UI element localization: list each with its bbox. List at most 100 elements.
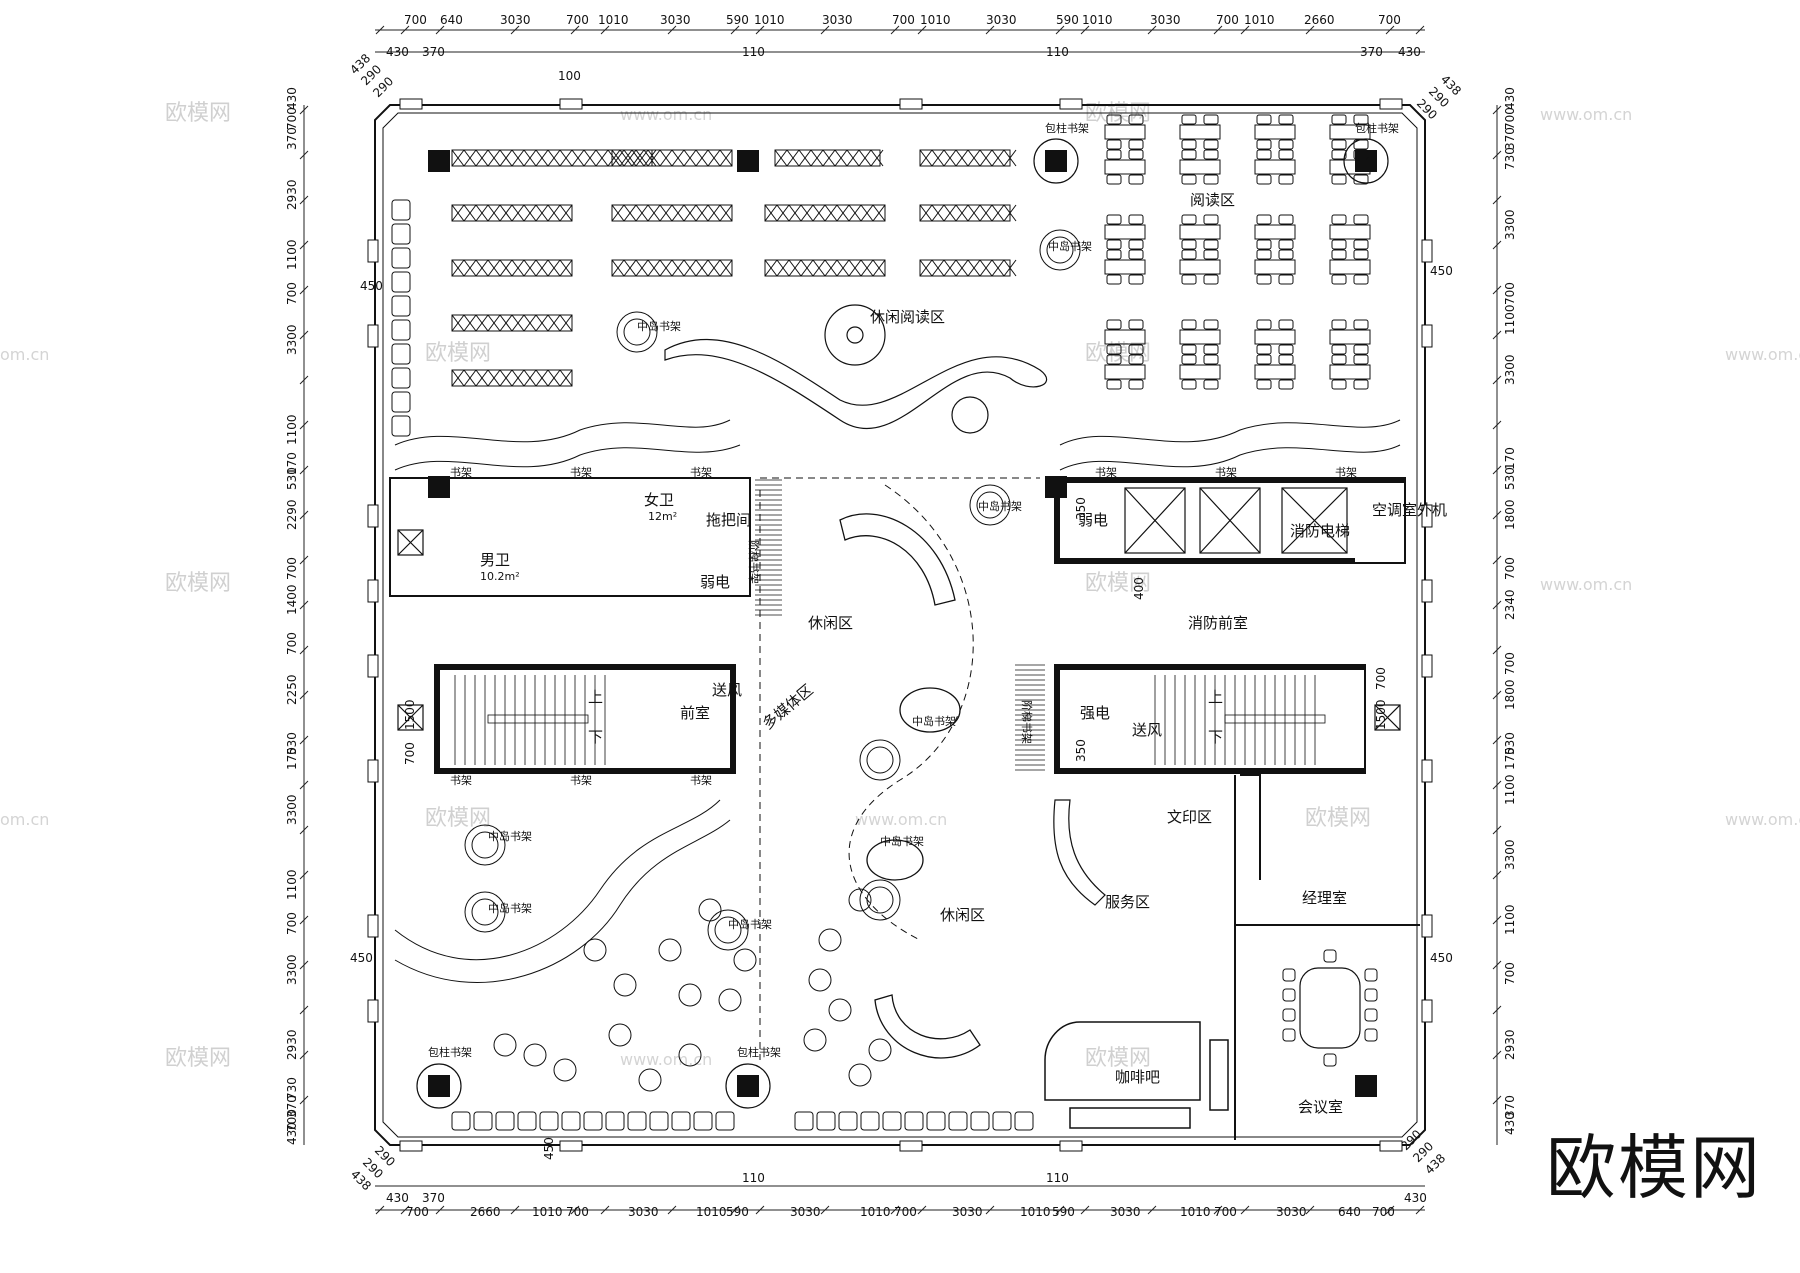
bookshelf-hatch	[719, 204, 733, 222]
leisure-boundary	[759, 477, 1040, 1060]
chair	[1106, 139, 1122, 150]
island-shelf	[707, 909, 749, 951]
bookshelf-hatch	[848, 204, 862, 222]
dimension-ticks	[299, 25, 1502, 1215]
window-mark	[1421, 504, 1433, 528]
bookshelf-hatch	[659, 149, 673, 167]
chair	[1282, 968, 1296, 982]
room-label-mens-wc: 男卫	[480, 551, 510, 569]
dim-label: 430	[285, 87, 299, 110]
round-seat	[808, 968, 832, 992]
bookshelf-hatch	[870, 149, 884, 167]
chair	[1128, 174, 1144, 185]
chair	[1331, 379, 1347, 390]
bookshelf-label: 书架	[1095, 466, 1117, 479]
dim-tick	[1492, 510, 1502, 520]
bookshelf-hatch	[931, 204, 945, 222]
dim-label: 590	[726, 1205, 749, 1219]
bookshelf-label: 书架	[570, 774, 592, 787]
chair	[1128, 344, 1144, 355]
reading-table	[1179, 364, 1221, 380]
bookshelf-hatch	[451, 149, 465, 167]
dim-tick	[375, 1205, 385, 1215]
brand-logo: 欧模网	[1546, 1127, 1762, 1209]
dim-tick	[1492, 150, 1502, 160]
round-seat	[718, 988, 742, 1012]
island-shelf	[464, 891, 506, 933]
island-shelf-inner	[471, 898, 499, 926]
bookshelf-hatch	[559, 314, 573, 332]
bookshelf-hatch	[463, 259, 477, 277]
bookshelf-hatch	[451, 314, 465, 332]
chair	[1181, 214, 1197, 225]
dim-label: 430	[1398, 45, 1421, 59]
bookshelf-hatch	[764, 259, 778, 277]
dim-label: 430	[1503, 87, 1517, 110]
bookshelf-hatch	[695, 259, 709, 277]
column-shelf-label: 包柱书架	[1045, 121, 1089, 135]
dim-tick	[299, 780, 309, 790]
dim-tick	[820, 25, 830, 35]
elevators	[397, 487, 1401, 731]
bookshelf-hatch	[523, 149, 537, 167]
island-shelf-inner	[866, 746, 894, 774]
dim-tick	[1492, 195, 1502, 205]
window-mark	[1421, 759, 1433, 783]
dim-label: 3300	[1503, 209, 1517, 240]
room-label-reading: 阅读区	[1190, 191, 1235, 209]
chair	[1256, 139, 1272, 150]
room-label-strong-elec: 强电	[1080, 704, 1110, 722]
dim-tick	[1492, 1050, 1502, 1060]
stair-up-label: 上	[1208, 688, 1223, 706]
reading-table	[1104, 259, 1146, 275]
dim-label: 730	[1503, 147, 1517, 170]
stair-shelf-label: 阶梯书架	[1020, 700, 1034, 744]
stair-down-label: 下	[588, 728, 603, 746]
bookshelves-top	[451, 149, 1017, 387]
dim-tick	[1240, 1205, 1250, 1215]
island-shelf-inner	[623, 318, 651, 346]
dim-tick	[1492, 690, 1502, 700]
dim-tick	[510, 1205, 520, 1215]
bookshelf-hatch	[499, 149, 513, 167]
bookshelf-hatch	[463, 314, 477, 332]
bookshelf-hatch	[487, 259, 501, 277]
bookshelf-hatch	[535, 369, 549, 387]
bench-seat	[495, 1111, 515, 1131]
bookshelf-hatch	[535, 149, 549, 167]
chair	[1128, 149, 1144, 160]
dim-tick	[1080, 25, 1090, 35]
dim-tick	[1492, 780, 1502, 790]
dim-tick	[985, 1205, 995, 1215]
dim-tick	[1147, 25, 1157, 35]
meeting-chairs	[1282, 949, 1378, 1067]
dim-tick	[1492, 645, 1502, 655]
watermark-url: om.cn	[0, 810, 49, 829]
bookshelf-hatch	[583, 149, 597, 167]
watermark-url: www.om.cn	[620, 1050, 712, 1069]
dim-tick	[299, 510, 309, 520]
chair	[1106, 274, 1122, 285]
watermark-url: www.om.cn	[1540, 105, 1632, 124]
dim-label: 3300	[285, 954, 299, 985]
dim-label: 400	[1132, 577, 1146, 600]
watermark: 欧模网	[1305, 806, 1371, 831]
dim-label: 110	[742, 1171, 765, 1185]
bookshelf-hatch	[919, 259, 933, 277]
dim-label: 1010	[860, 1205, 891, 1219]
bookshelf-hatch	[955, 259, 969, 277]
room-label-cafe: 咖啡吧	[1115, 1068, 1160, 1086]
window-mark	[367, 999, 379, 1023]
dim-label: 530	[1503, 732, 1517, 755]
watermark-url: om.cn	[0, 345, 49, 364]
bookshelf-hatch	[559, 259, 573, 277]
bookshelf-hatch	[836, 204, 850, 222]
chair	[1331, 274, 1347, 285]
bookshelf-hatch	[487, 369, 501, 387]
window-mark	[1421, 999, 1433, 1023]
chair	[1323, 949, 1337, 963]
dim-tick	[1492, 465, 1502, 475]
dim-label: 1100	[1503, 904, 1517, 935]
bench-seat	[473, 1111, 493, 1131]
chair	[1106, 319, 1122, 330]
